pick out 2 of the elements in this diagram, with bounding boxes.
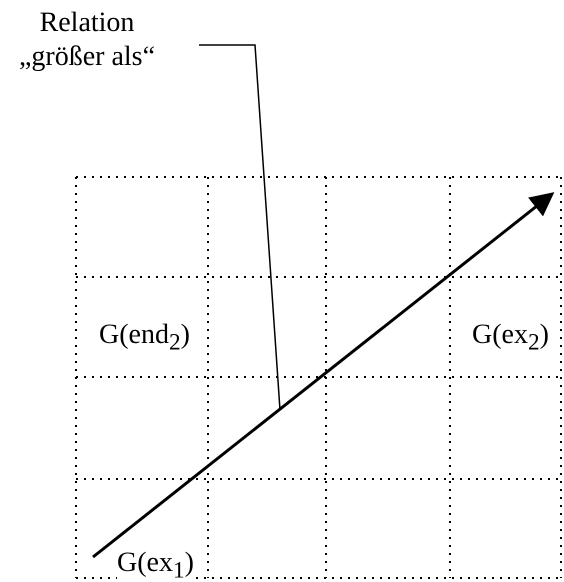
leader-line xyxy=(199,44,281,410)
callout-label: Relation „größer als“ xyxy=(0,6,174,74)
